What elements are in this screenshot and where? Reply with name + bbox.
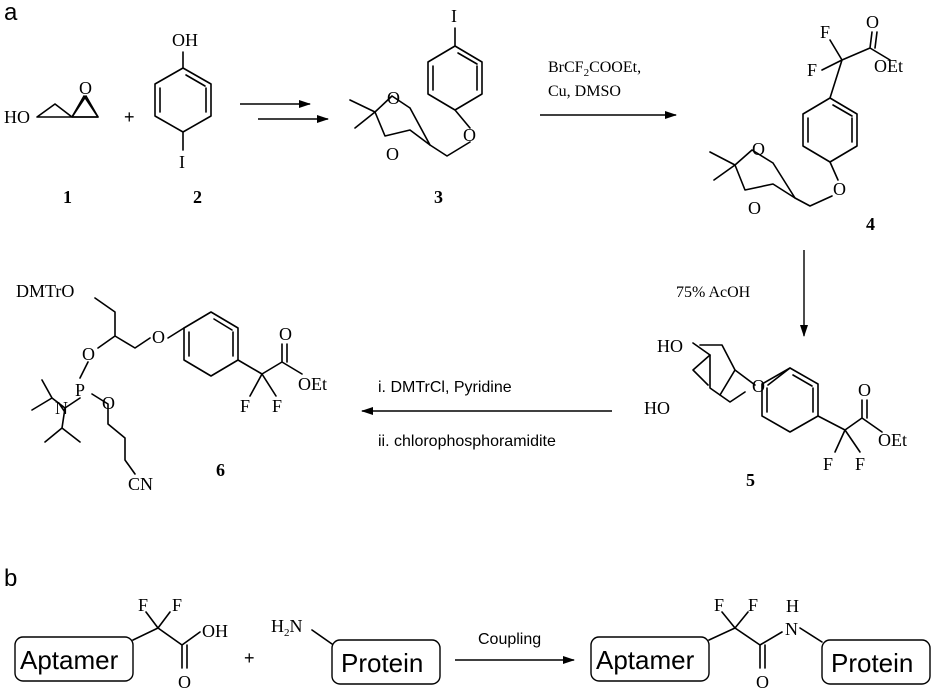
c5-co-label: O: [858, 380, 871, 400]
b-nh-n-label: N: [785, 619, 798, 639]
c5-f1-label: F: [823, 454, 833, 474]
panel-label-b: b: [4, 565, 17, 592]
b-f3-label: F: [714, 595, 724, 615]
amide-product-bonds: [708, 611, 823, 669]
c4-o1-label: O: [833, 179, 846, 199]
b-f2-label: F: [172, 595, 182, 615]
c2-oh-label: OH: [172, 30, 198, 50]
c3-i-label: I: [451, 6, 457, 26]
compound-4-structure: [709, 31, 891, 207]
coupling-label: Coupling: [478, 631, 541, 648]
b-amine-bond: [311, 629, 333, 645]
b-h2n-label: H2N: [271, 616, 303, 639]
compound-6-structure: [31, 297, 303, 475]
difluoroacetic-acid-bonds: [132, 611, 201, 669]
c4-o3-label: O: [748, 198, 761, 218]
aptamer-box-left: [14, 636, 134, 682]
r3-reagent-line2: ii. chlorophosphoramidite: [378, 433, 556, 450]
c4-f1-label: F: [820, 22, 830, 42]
c6-o3-label: O: [102, 393, 115, 413]
c3-o2-label: O: [387, 88, 400, 108]
aptamer-label-right: Aptamer: [596, 645, 695, 675]
c1-ho-label: HO: [4, 107, 30, 127]
c6-dmtro-label: DMTrO: [16, 281, 74, 301]
c4-f2-label: F: [807, 60, 817, 80]
c4-oet-label: OEt: [874, 56, 903, 76]
c6-oet-label: OEt: [298, 374, 327, 394]
c1-o-label: O: [79, 78, 92, 98]
b-f4-label: F: [748, 595, 758, 615]
r2-reagent: 75% AcOH: [676, 284, 751, 301]
c5-ho2-label: HO: [644, 398, 670, 418]
aptamer-label-left: Aptamer: [20, 645, 119, 675]
c6-o2-label: O: [152, 327, 165, 347]
c3-o1-label: O: [463, 125, 476, 145]
r1-reagent-line1: BrCF2COOEt,: [548, 59, 641, 79]
compound-3-structure: [349, 27, 483, 157]
compound-number-4: 4: [866, 214, 875, 234]
c6-n-label: N: [55, 398, 68, 418]
compound-number-2: 2: [193, 187, 202, 207]
c6-cn-label: CN: [128, 474, 153, 494]
protein-label-left: Protein: [341, 648, 423, 678]
compound-5-structure: [692, 342, 883, 453]
b-plus-sign: +: [244, 648, 255, 668]
c6-f2-label: F: [272, 396, 282, 416]
protein-label-right: Protein: [831, 648, 913, 678]
compound-2-structure: [154, 51, 212, 151]
c2-i-label: I: [179, 152, 185, 172]
c4-o2-label: O: [752, 139, 765, 159]
compound-1-structure: [36, 95, 99, 118]
compound-number-1: 1: [63, 187, 72, 207]
c5-f2-label: F: [855, 454, 865, 474]
plus-sign: +: [124, 107, 135, 127]
c6-p-label: P: [75, 380, 85, 400]
compound-number-3: 3: [434, 187, 443, 207]
r1-reagent-line2: Cu, DMSO: [548, 83, 621, 100]
c3-o3-label: O: [386, 144, 399, 164]
compound-number-5: 5: [746, 470, 755, 490]
c6-f1-label: F: [240, 396, 250, 416]
protein-box-right: [821, 639, 931, 685]
c4-o-label: O: [866, 12, 879, 32]
b-o2-label: O: [756, 672, 769, 692]
panel-label-a: a: [4, 0, 18, 26]
c5-o-label: O: [752, 376, 765, 396]
b-o1-label: O: [178, 672, 191, 692]
b-f1-label: F: [138, 595, 148, 615]
b-oh-label: OH: [202, 621, 228, 641]
r3-reagent-line1: i. DMTrCl, Pyridine: [378, 379, 512, 396]
aptamer-box-right: [590, 636, 710, 682]
protein-box-left: [331, 639, 441, 685]
c5-oet-label: OEt: [878, 430, 907, 450]
c6-o1-label: O: [82, 344, 95, 364]
b-nh-h-label: H: [786, 596, 799, 616]
c5-ho1-label: HO: [657, 336, 683, 356]
c6-co-label: O: [279, 324, 292, 344]
compound-number-6: 6: [216, 460, 225, 480]
